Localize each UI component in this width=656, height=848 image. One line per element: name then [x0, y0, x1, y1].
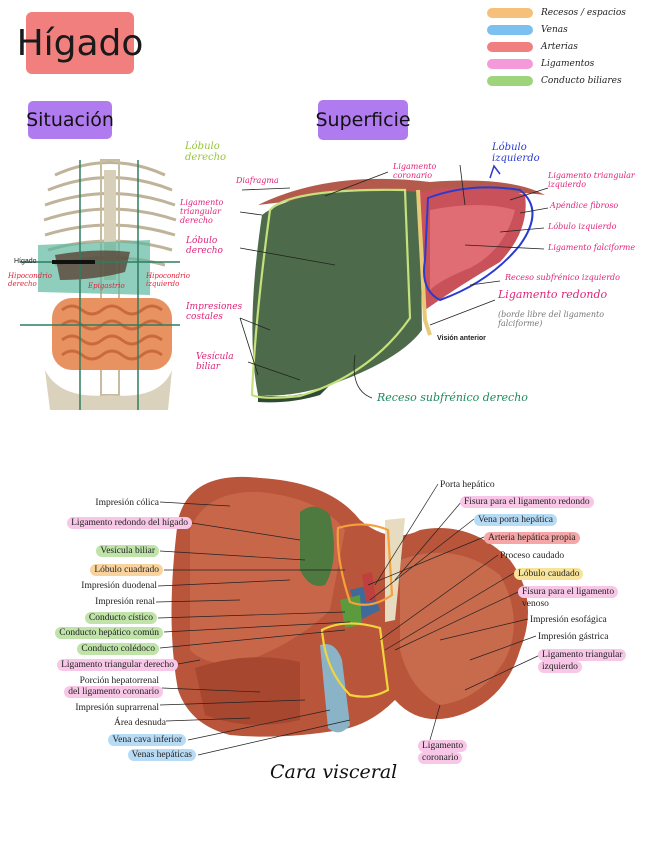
label-ligamento-triangular-izquierdo: Ligamento triangular [538, 649, 627, 661]
legend-item-conducto: Conducto biliares [487, 76, 622, 86]
label-impresion-suprarrenal: Impresión suprarrenal [75, 703, 159, 713]
label-coronario: coronario [418, 752, 463, 764]
caudate-lobe-outline [320, 622, 390, 698]
label-lobulo-derecho: Lóbulo derecho [186, 236, 223, 256]
label-fisura-ligamento-redondo: Fisura para el ligamento redondo [460, 496, 594, 508]
label-venas-hepaticas: Venas hepáticas [127, 749, 196, 761]
label-cara-visceral: Cara visceral [270, 761, 398, 783]
label-conducto-cistico: Conducto cístico [84, 612, 157, 624]
label-impresion-colica: Impresión cólica [95, 498, 159, 508]
label-porta-hepatico: Porta hepático [440, 480, 495, 490]
label-higado: Hígado [14, 258, 37, 265]
label-lobulo-izquierdo: Lóbulo izquierdo [492, 142, 540, 164]
legend-item-venas: Venas [487, 25, 568, 35]
label-impresion-gastrica: Impresión gástrica [538, 632, 609, 642]
label-area-desnuda: Área desnuda [114, 718, 166, 728]
legend-item-recesos: Recesos / espacios [487, 8, 626, 18]
legend-item-ligamentos: Ligamentos [487, 59, 594, 69]
label-receso-subfrenico-izq: Receso subfrénico izquierdo [505, 273, 620, 282]
gallbladder [300, 506, 334, 586]
label-lobulo-izquierdo-2: Lóbulo izquierdo [548, 222, 617, 231]
label-ligamento-coronario: Ligamento coronario [393, 162, 437, 180]
legend-item-arterias: Arterias [487, 42, 578, 52]
left-lobe-outline [423, 186, 534, 302]
label-impresiones-costales: Impresiones costales [186, 302, 243, 322]
label-ligamento-coronario-v: Ligamento [418, 740, 468, 752]
label-fisura-ligamento-venoso: Fisura para el ligamento [518, 586, 619, 598]
label-diafragma: Diafragma [236, 176, 279, 185]
label-ligamento-redondo: Ligamento redondo [498, 288, 608, 301]
label-ligamento-triangular-der: Ligamento triangular derecho [180, 198, 224, 225]
label-del-ligamento-coronario: del ligamento coronario [64, 686, 163, 698]
quadrate-lobe-outline [336, 523, 394, 606]
page-title: Hígado [17, 12, 143, 74]
label-ligamento-falciforme: Ligamento falciforme [548, 243, 636, 252]
label-hipocondrio-der: Hipocondrio derecho [8, 272, 52, 288]
label-ligamento-triangular-derecho: Ligamento triangular derecho [57, 659, 178, 671]
liver-dark [55, 250, 130, 280]
label-impresion-esofagica: Impresión esofágica [530, 615, 607, 625]
label-vision-anterior: Visión anterior [437, 335, 486, 342]
abdominal-grid [20, 160, 180, 410]
label-vesicula-biliar: Vesícula biliar [196, 352, 234, 372]
label-porcion-hepatorrenal: Porción hepatorrenal [79, 676, 159, 686]
right-lobe [252, 190, 422, 396]
visceral-left-pointers [155, 501, 351, 756]
label-vesicula-biliar-v: Vesícula biliar [96, 545, 159, 557]
label-receso-subfrenico-der: Receso subfrénico derecho [377, 391, 528, 404]
label-impresion-duodenal: Impresión duodenal [81, 581, 157, 591]
label-lobulo-cuadrado: Lóbulo cuadrado [90, 564, 163, 576]
label-ligamento-redondo-note: (borde libre del ligamento falciforme) [498, 310, 605, 328]
label-vena-porta-hepatica: Vena porta hepática [474, 514, 557, 526]
falciform-ligament [416, 189, 432, 336]
label-venoso: venoso [522, 599, 549, 609]
label-proceso-caudado: Proceso caudado [500, 551, 565, 561]
label-arteria-hepatica-propia: Arteria hepática propia [484, 532, 580, 544]
label-apendice-fibroso: Apéndice fibroso [550, 201, 619, 210]
label-ligamento-triangular-izq: Ligamento triangular izquierdo [548, 171, 635, 189]
label-epigastrio: Epigastrio [88, 282, 125, 290]
label-lobulo-derecho-top: Lóbulo derecho [185, 141, 227, 163]
label-conducto-hepatico-comun: Conducto hepático común [55, 627, 163, 639]
section-superficie: Superficie [315, 100, 411, 140]
right-lobe-outline [250, 188, 412, 399]
label-ligamento-redondo-higado: Ligamento redondo del hígado [67, 517, 192, 529]
label-izquierdo: izquierdo [538, 661, 582, 673]
label-lobulo-caudado: Lóbulo caudado [514, 568, 584, 580]
label-hipocondrio-izq: Hipocondrio izquierdo [146, 272, 190, 288]
section-situacion: Situación [26, 101, 114, 139]
label-impresion-renal: Impresión renal [95, 597, 155, 607]
pelvis [45, 370, 172, 410]
label-conducto-coledoco: Conducto colédoco [77, 643, 159, 655]
superficie-pointers [239, 164, 549, 399]
label-vena-cava-inferior: Vena cava inferior [108, 734, 186, 746]
visceral-right-pointers [367, 483, 541, 741]
